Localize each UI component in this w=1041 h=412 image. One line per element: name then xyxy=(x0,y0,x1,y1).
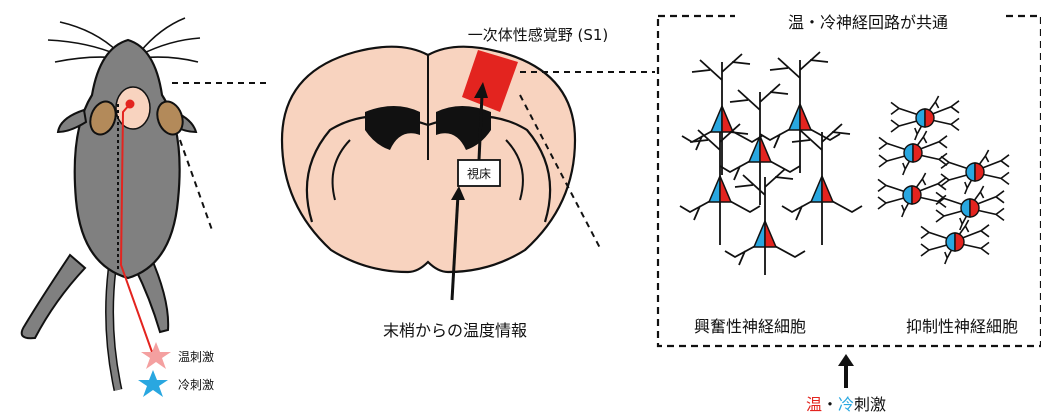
excitatory-neuron-group xyxy=(680,52,862,275)
mouse-left-foot xyxy=(22,255,85,338)
warm-stimulus-label: 温刺激 xyxy=(178,350,214,364)
inhibitory-neuron xyxy=(921,220,989,264)
inhibitory-neuron xyxy=(936,186,1004,230)
excitatory-neuron xyxy=(682,54,762,175)
warm-stimulus-star xyxy=(141,342,171,369)
excitatory-neuron xyxy=(720,84,800,205)
stimulus-input: 温・冷刺激 xyxy=(806,354,886,412)
circuit-dashed-frame xyxy=(658,16,1041,346)
cold-stimulus-label: 冷刺激 xyxy=(178,378,214,392)
mouse-body xyxy=(75,40,180,278)
excitatory-neuron-label: 興奮性神経細胞 xyxy=(694,317,806,336)
peripheral-info-label: 末梢からの温度情報 xyxy=(383,321,527,340)
mouse-brain-inset xyxy=(116,87,150,129)
cold-word: 冷 xyxy=(838,395,854,412)
excitatory-neuron xyxy=(760,52,840,173)
inhibitory-neuron xyxy=(879,131,947,175)
separator-dot: ・ xyxy=(822,395,838,412)
inhibitory-neuron xyxy=(941,150,1009,194)
bottom-stimulus-label: 温・冷刺激 xyxy=(806,395,886,412)
inhibitory-neuron-group xyxy=(878,96,1009,264)
excitatory-neuron xyxy=(782,124,862,245)
stimulus-word: 刺激 xyxy=(854,395,886,412)
cold-stimulus-star xyxy=(138,370,168,397)
zoom-guide-lines xyxy=(172,83,270,230)
brain-coronal-section: 視床 一次体性感覚野 (S1) 末梢からの温度情報 xyxy=(282,26,608,340)
circuit-panel: 温・冷神経回路が共通 興奮性神経細胞 抑制性神経細胞 xyxy=(658,8,1041,346)
excitatory-neuron xyxy=(725,169,805,275)
mouse-illustration: 温刺激 冷刺激 xyxy=(22,18,214,397)
shared-circuit-title: 温・冷神経回路が共通 xyxy=(788,13,948,32)
warm-word: 温 xyxy=(806,395,822,412)
s1-label: 一次体性感覚野 (S1) xyxy=(468,26,609,44)
thalamus-label: 視床 xyxy=(467,166,491,181)
excitatory-neuron xyxy=(680,124,760,245)
inhibitory-neuron-label: 抑制性神経細胞 xyxy=(906,317,1018,336)
